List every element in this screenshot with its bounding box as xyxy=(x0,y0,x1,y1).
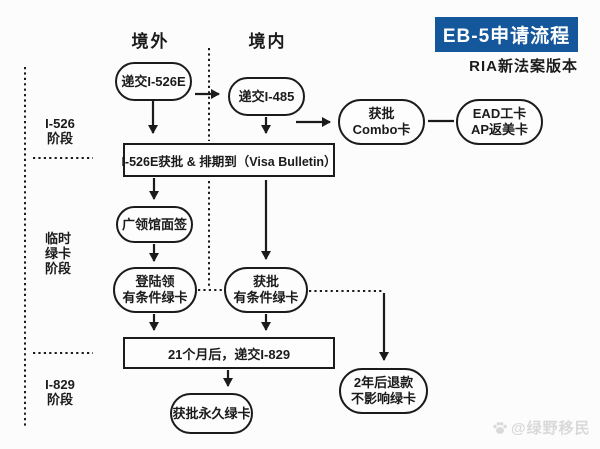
stage-label-line: 临时 xyxy=(44,231,71,246)
stage-label-line: 阶段 xyxy=(46,392,73,407)
node-line: 不影响绿卡 xyxy=(350,391,416,406)
watermark: @绿野移民 xyxy=(492,417,591,438)
node-line: Combo卡 xyxy=(352,122,411,137)
stage-label-line: 阶段 xyxy=(46,131,73,146)
node-permanent-green-card: 获批永久绿卡 xyxy=(170,393,253,434)
node-line: 有条件绿卡 xyxy=(122,290,188,305)
node-line: 有条件绿卡 xyxy=(233,290,299,305)
node-submit-i526e: 递交I-526E xyxy=(115,62,192,101)
node-land-conditional-green-card: 登陆领 有条件绿卡 xyxy=(113,267,197,313)
paw-icon xyxy=(492,420,508,436)
page-title: EB-5申请流程 xyxy=(435,17,578,52)
watermark-text: @绿野移民 xyxy=(511,420,591,437)
page-subtitle: RIA新法案版本 xyxy=(469,58,578,75)
node-combo-card: 获批 Combo卡 xyxy=(338,99,425,145)
node-i526e-approved-priority-date: I-526E获批 & 排期到（Visa Bulletin） xyxy=(121,143,337,177)
node-submit-i829: 21个月后，递交I-829 xyxy=(123,337,335,369)
node-line: 登陆领 xyxy=(135,274,175,289)
column-header-outside: 境外 xyxy=(131,32,170,51)
stage-label-temp-green-card: 临时 绿卡 阶段 xyxy=(28,231,88,276)
node-line: EAD工卡 xyxy=(472,106,527,121)
node-consulate-interview: 广领馆面签 xyxy=(116,206,193,243)
stage-label-i526: I-526 阶段 xyxy=(30,116,90,146)
node-line: 2年后退款 xyxy=(353,375,414,390)
node-submit-i485: 递交I-485 xyxy=(228,77,305,116)
stage-label-line: I-829 xyxy=(45,377,75,392)
node-approved-conditional-green-card: 获批 有条件绿卡 xyxy=(224,267,308,313)
node-line: AP返美卡 xyxy=(470,122,529,137)
column-header-inside: 境内 xyxy=(248,32,287,51)
stage-label-line: I-526 xyxy=(45,116,75,131)
node-line: 获批 xyxy=(252,274,279,289)
node-line: 获批 xyxy=(368,106,395,121)
node-ead-ap-card: EAD工卡 AP返美卡 xyxy=(456,99,543,145)
stage-label-line: 阶段 xyxy=(44,261,71,276)
stage-label-i829: I-829 阶段 xyxy=(30,377,90,407)
stage-label-line: 绿卡 xyxy=(44,246,71,261)
node-refund-no-impact: 2年后退款 不影响绿卡 xyxy=(339,368,428,414)
